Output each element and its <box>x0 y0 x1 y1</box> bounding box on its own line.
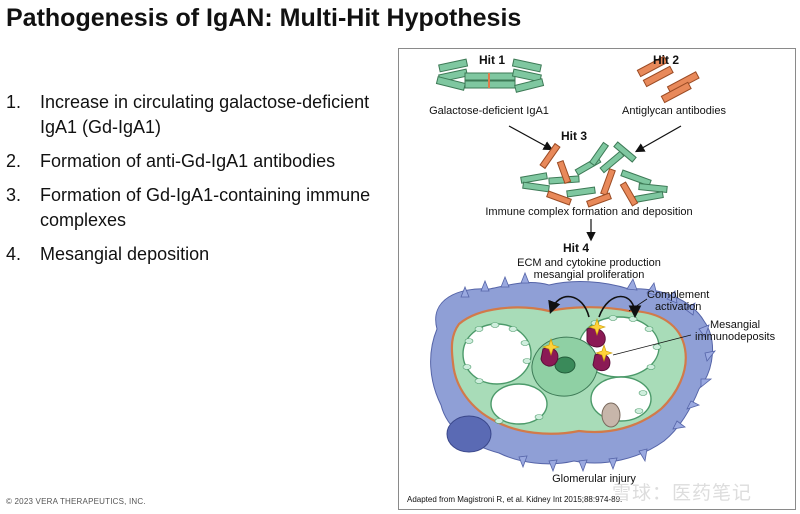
list-number: 4. <box>6 244 22 264</box>
list-item: 3. Formation of Gd-IgA1-containing immune… <box>6 183 396 233</box>
mesangial-immunodeposits-label: Mesangial immunodeposits <box>695 319 775 343</box>
gd-iga1-molecule <box>435 58 545 93</box>
list-text: Formation of anti-Gd-IgA1 antibodies <box>40 151 336 171</box>
hit2-label: Hit 2 <box>653 53 680 67</box>
mesangial-line2: immunodeposits <box>695 331 776 343</box>
list-item: 2. Formation of anti-Gd-IgA1 antibodies <box>6 149 396 174</box>
hit4-caption: ECM and cytokine production mesangial pr… <box>459 257 719 281</box>
hit3-label: Hit 3 <box>561 129 588 143</box>
mesangial-line1: Mesangial <box>709 319 761 331</box>
antiglycan-caption: Antiglycan antibodies <box>622 105 726 117</box>
watermark: 雪球：医药笔记 <box>612 483 753 504</box>
list-number: 2. <box>6 151 22 171</box>
list-text: Mesangial deposition <box>40 244 210 264</box>
antiglycan-antibody <box>636 55 700 104</box>
citation: Adapted from Magistroni R, et al. Kidney… <box>407 495 623 504</box>
hit4-caption-line2: mesangial proliferation <box>533 269 645 281</box>
figure-illustration <box>430 55 716 473</box>
list-number: 1. <box>6 92 22 112</box>
list-text: Increase in circulating galactose-defici… <box>40 92 370 137</box>
list-item: 4. Mesangial deposition <box>6 242 396 267</box>
immune-complex-caption: Immune complex formation and deposition <box>485 206 693 218</box>
glomerulus-illustration <box>430 271 716 473</box>
complement-line1: Complement <box>647 289 710 301</box>
complement-line2: activation <box>654 301 702 313</box>
complement-activation-label: Complement activation <box>647 289 709 313</box>
multi-hit-figure: Hit 1 Galactose-deficient IgA1 Hit 2 Ant… <box>398 48 796 510</box>
glomerular-injury-label: Glomerular injury <box>552 473 636 485</box>
copyright-footer: © 2023 VERA THERAPEUTICS, INC. <box>6 497 146 506</box>
hit4-label: Hit 4 <box>563 241 590 255</box>
gd-iga1-caption: Galactose-deficient IgA1 <box>429 105 549 117</box>
list-item: 1. Increase in circulating galactose-defi… <box>6 90 396 140</box>
hit1-label: Hit 1 <box>479 53 506 67</box>
slide-title: Pathogenesis of IgAN: Multi-Hit Hypothes… <box>6 4 522 32</box>
list-number: 3. <box>6 185 22 205</box>
hit4-caption-line1: ECM and cytokine production <box>517 257 661 269</box>
list-text: Formation of Gd-IgA1-containing immune c… <box>40 185 371 230</box>
hit-list: 1. Increase in circulating galactose-defi… <box>6 90 396 276</box>
immune-complex-cluster <box>520 141 668 208</box>
